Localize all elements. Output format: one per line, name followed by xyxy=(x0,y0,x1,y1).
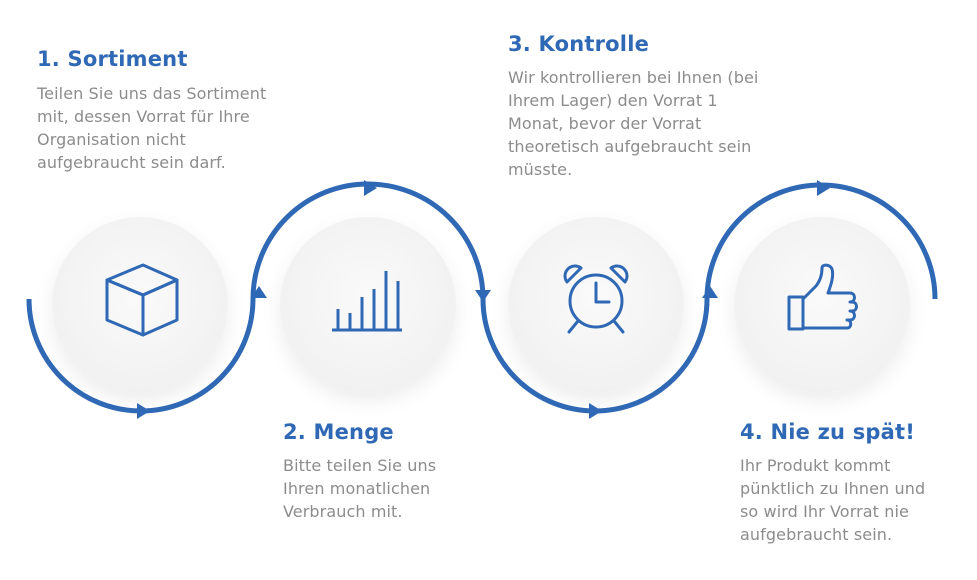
step-3-line: Monat, bevor der Vorrat xyxy=(508,114,702,133)
bar-chart-icon xyxy=(318,255,418,355)
step-2-description: Bitte teilen Sie uns Ihren monatlichen V… xyxy=(283,454,436,523)
step-1-title: 1. Sortiment xyxy=(37,47,188,71)
flow-arrow-6 xyxy=(702,286,718,298)
step-1-line: Teilen Sie uns das Sortiment xyxy=(37,84,267,103)
flow-arrow-4 xyxy=(475,290,491,302)
step-2-line: Verbrauch mit. xyxy=(283,502,403,521)
step-3-line: theoretisch aufgebraucht sein xyxy=(508,137,752,156)
step-1-line: aufgebraucht sein darf. xyxy=(37,153,226,172)
thumbs-up-icon xyxy=(772,255,872,355)
step-4-circle xyxy=(734,217,910,393)
step-3-circle xyxy=(508,217,684,393)
step-1-description: Teilen Sie uns das Sortiment mit, dessen… xyxy=(37,82,266,174)
alarm-clock-icon xyxy=(546,255,646,355)
step-3-line: Ihrem Lager) den Vorrat 1 xyxy=(508,91,718,110)
step-1-circle xyxy=(52,217,228,393)
step-4-description: Ihr Produkt kommt pünktlich zu Ihnen und… xyxy=(740,454,925,546)
step-4-line: Ihr Produkt kommt xyxy=(740,456,891,475)
step-4-line: pünktlich zu Ihnen und xyxy=(740,479,926,498)
box-icon xyxy=(90,255,190,355)
flow-arrow-2 xyxy=(251,286,267,298)
step-4-line: so wird Ihr Vorrat nie xyxy=(740,502,909,521)
flow-arrow-1 xyxy=(137,403,150,419)
step-1-line: mit, dessen Vorrat für Ihre xyxy=(37,107,250,126)
step-4-title: 4. Nie zu spät! xyxy=(740,420,916,444)
step-3-line: müsste. xyxy=(508,160,573,179)
flow-arrow-3 xyxy=(364,180,377,196)
step-2-circle xyxy=(280,217,456,393)
step-1-line: Organisation nicht xyxy=(37,130,186,149)
step-2-title: 2. Menge xyxy=(283,420,394,444)
step-3-line: Wir kontrollieren bei Ihnen (bei xyxy=(508,68,759,87)
flow-arrow-5 xyxy=(589,403,602,419)
step-4-line: aufgebraucht sein. xyxy=(740,525,893,544)
step-3-title: 3. Kontrolle xyxy=(508,32,650,56)
step-2-line: Ihren monatlichen xyxy=(283,479,431,498)
step-3-description: Wir kontrollieren bei Ihnen (bei Ihrem L… xyxy=(508,66,758,181)
step-2-line: Bitte teilen Sie uns xyxy=(283,456,437,475)
flow-arrow-7 xyxy=(817,180,830,196)
